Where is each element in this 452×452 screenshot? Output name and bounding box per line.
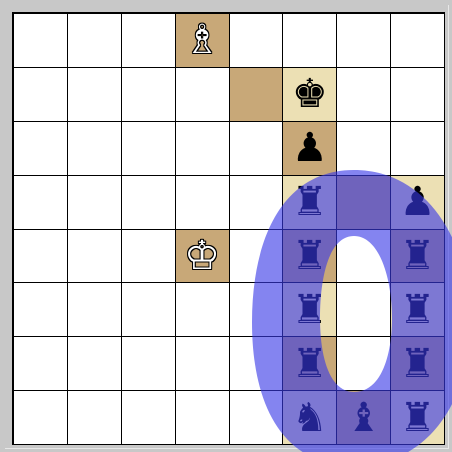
square-a1[interactable] [14,391,68,445]
white-bishop-icon[interactable]: ♗ [184,20,220,60]
square-f5[interactable]: ♜ [283,176,337,230]
square-f4[interactable]: ♜ [283,230,337,284]
square-e2[interactable] [230,337,284,391]
square-c6[interactable] [122,122,176,176]
square-f7[interactable]: ♚ [283,68,337,122]
black-rook-icon[interactable]: ♜ [400,290,436,330]
black-pawn-icon[interactable]: ♟ [400,182,436,222]
black-rook-icon[interactable]: ♜ [292,236,328,276]
square-e4[interactable] [230,230,284,284]
black-rook-icon[interactable]: ♜ [292,182,328,222]
square-g8[interactable] [337,14,391,68]
square-f1[interactable]: ♞ [283,391,337,445]
square-c3[interactable] [122,283,176,337]
black-rook-icon[interactable]: ♜ [292,344,328,384]
square-d1[interactable] [176,391,230,445]
square-b5[interactable] [68,176,122,230]
square-a2[interactable] [14,337,68,391]
square-d5[interactable] [176,176,230,230]
square-d3[interactable] [176,283,230,337]
square-g6[interactable] [337,122,391,176]
square-c1[interactable] [122,391,176,445]
square-h6[interactable] [391,122,445,176]
black-rook-icon[interactable]: ♜ [292,290,328,330]
square-g4[interactable] [337,230,391,284]
square-b1[interactable] [68,391,122,445]
square-e7[interactable] [230,68,284,122]
square-e1[interactable] [230,391,284,445]
square-b2[interactable] [68,337,122,391]
square-g2[interactable] [337,337,391,391]
black-bishop-icon[interactable]: ♝ [346,398,382,438]
square-d4[interactable]: ♔ [176,230,230,284]
square-h2[interactable]: ♜ [391,337,445,391]
square-d7[interactable] [176,68,230,122]
square-e6[interactable] [230,122,284,176]
square-b3[interactable] [68,283,122,337]
square-e3[interactable] [230,283,284,337]
black-rook-icon[interactable]: ♜ [400,398,436,438]
square-f8[interactable] [283,14,337,68]
square-a6[interactable] [14,122,68,176]
square-d8[interactable]: ♗ [176,14,230,68]
square-d6[interactable] [176,122,230,176]
black-king-icon[interactable]: ♚ [292,74,328,114]
square-c4[interactable] [122,230,176,284]
square-c5[interactable] [122,176,176,230]
square-h1[interactable]: ♜ [391,391,445,445]
square-b7[interactable] [68,68,122,122]
square-b6[interactable] [68,122,122,176]
square-a4[interactable] [14,230,68,284]
square-h3[interactable]: ♜ [391,283,445,337]
square-c7[interactable] [122,68,176,122]
square-a8[interactable] [14,14,68,68]
black-pawn-icon[interactable]: ♟ [292,128,328,168]
square-f3[interactable]: ♜ [283,283,337,337]
square-b8[interactable] [68,14,122,68]
square-c8[interactable] [122,14,176,68]
square-f6[interactable]: ♟ [283,122,337,176]
square-e8[interactable] [230,14,284,68]
square-a7[interactable] [14,68,68,122]
black-knight-icon[interactable]: ♞ [292,398,328,438]
square-h4[interactable]: ♜ [391,230,445,284]
square-g3[interactable] [337,283,391,337]
white-king-icon[interactable]: ♔ [184,236,220,276]
square-b4[interactable] [68,230,122,284]
black-rook-icon[interactable]: ♜ [400,236,436,276]
chess-board: ♗ ♚ ♟ ♜ ♟ ♔ ♜ ♜ ♜ ♜ ♜ ♜ ♞ ♝ ♜ [12,12,445,445]
square-d2[interactable] [176,337,230,391]
square-f2[interactable]: ♜ [283,337,337,391]
square-g7[interactable] [337,68,391,122]
square-h5[interactable]: ♟ [391,176,445,230]
square-g5[interactable] [337,176,391,230]
square-h8[interactable] [391,14,445,68]
square-c2[interactable] [122,337,176,391]
square-a3[interactable] [14,283,68,337]
square-e5[interactable] [230,176,284,230]
black-rook-icon[interactable]: ♜ [400,344,436,384]
square-g1[interactable]: ♝ [337,391,391,445]
square-a5[interactable] [14,176,68,230]
square-h7[interactable] [391,68,445,122]
